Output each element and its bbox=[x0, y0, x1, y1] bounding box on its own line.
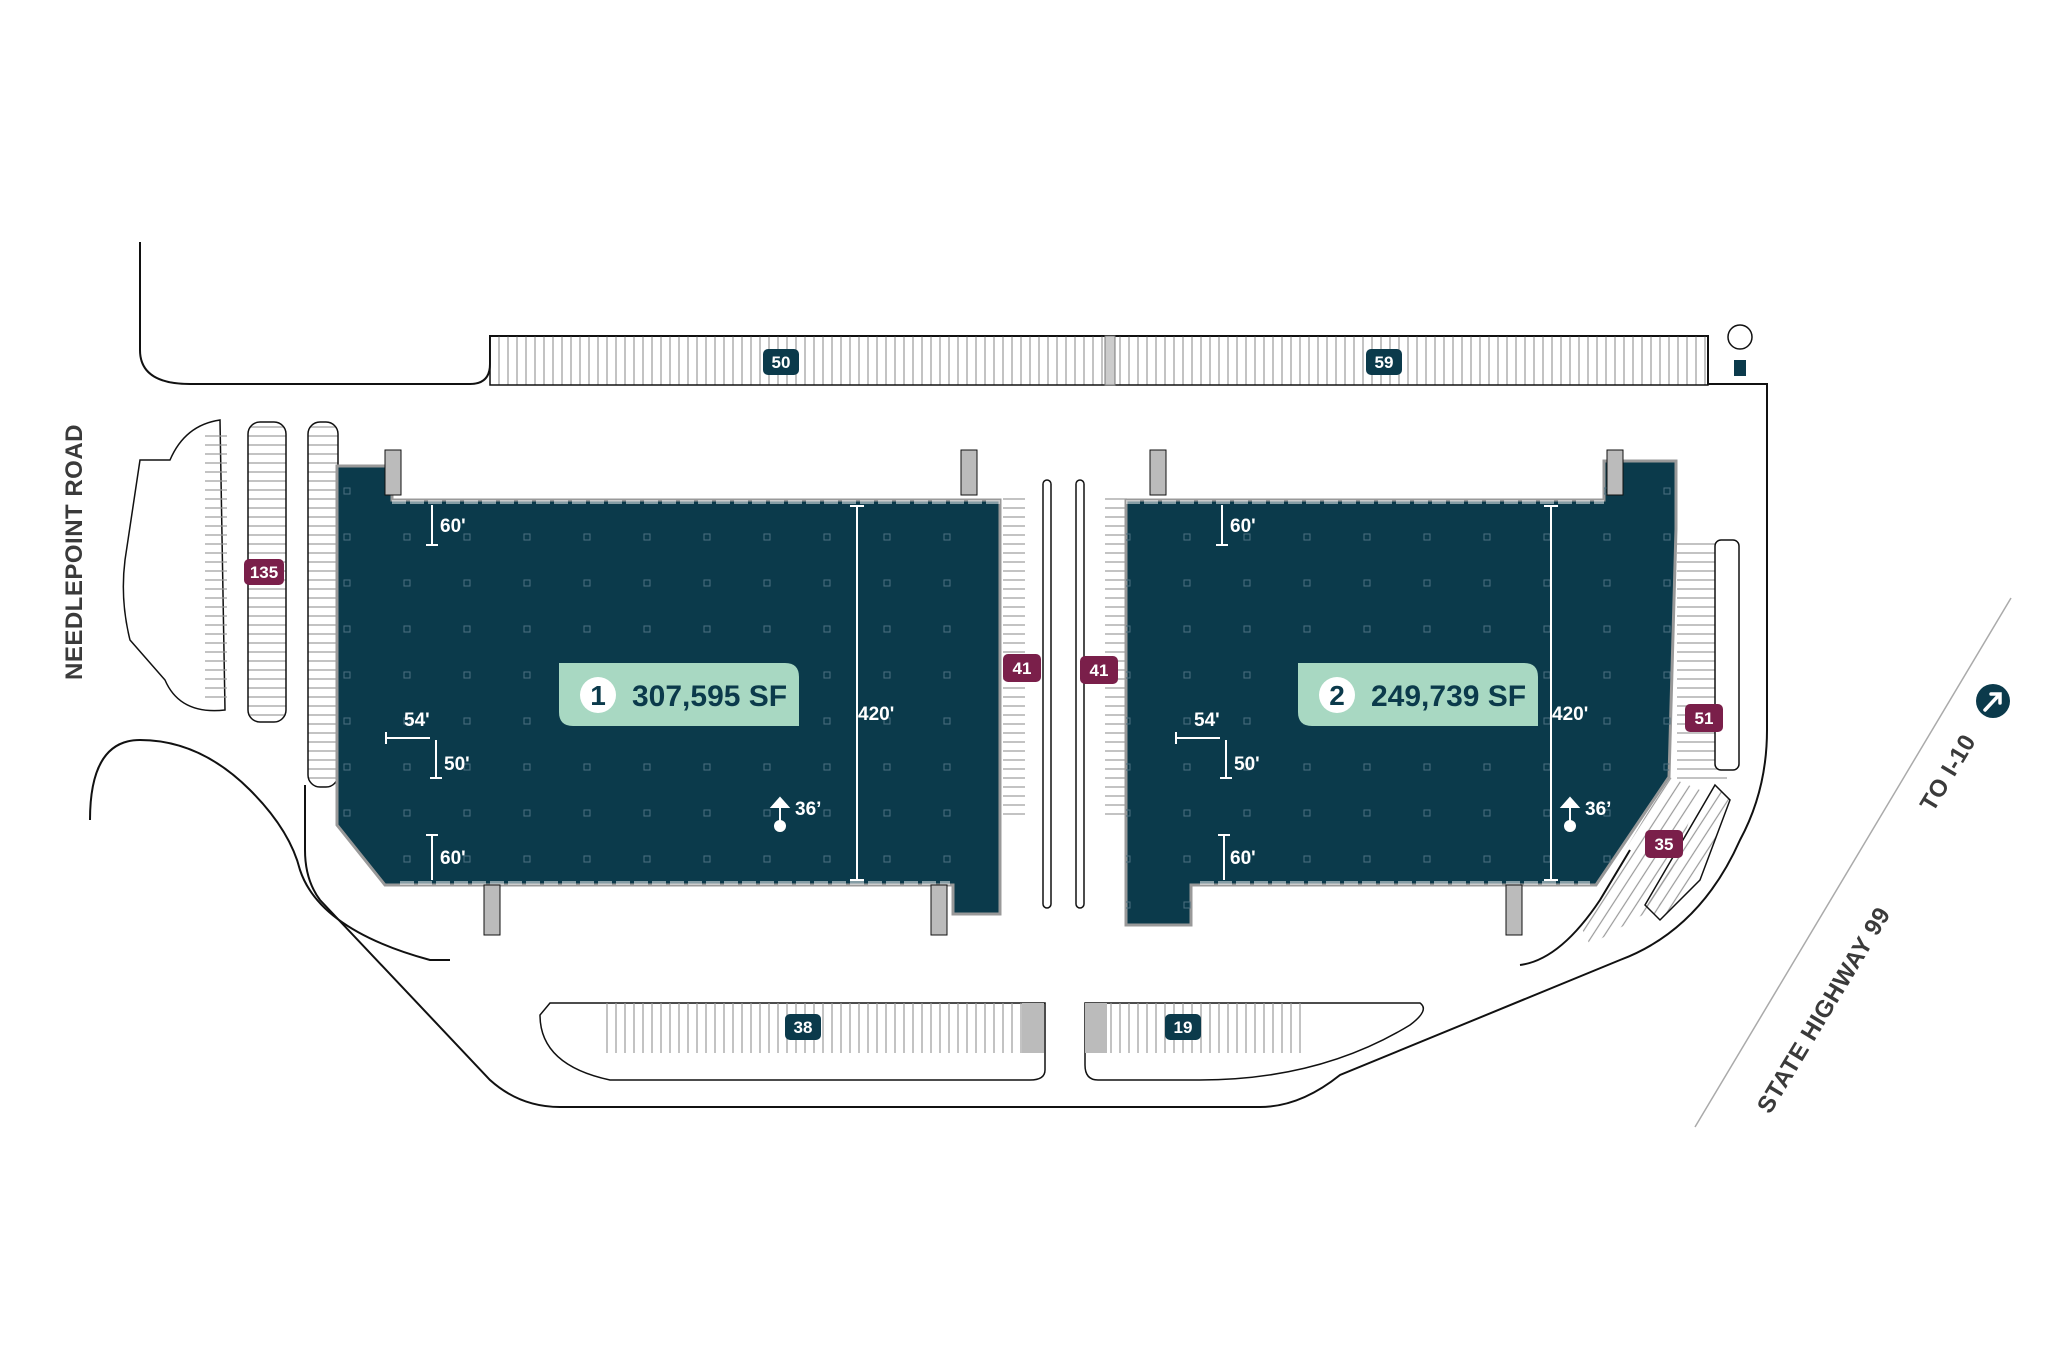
building-number-2: 2 bbox=[1329, 680, 1345, 711]
parking-count-top-right: 59 bbox=[1375, 353, 1394, 372]
state-highway-label: STATE HIGHWAY 99 bbox=[1752, 903, 1896, 1118]
building-depth-2: 420' bbox=[1552, 704, 1588, 725]
parking-count-between-right: 41 bbox=[1090, 661, 1109, 680]
dimension-lines-2 bbox=[1175, 505, 1581, 881]
highway-line bbox=[1694, 597, 2012, 1128]
parking-count-bottom-left: 38 bbox=[794, 1018, 813, 1037]
parking-count-bottom-right: 19 bbox=[1174, 1018, 1193, 1037]
dimension-lines-1 bbox=[385, 505, 864, 881]
parking-count-east: 51 bbox=[1695, 709, 1714, 728]
bay-width-1: 54' bbox=[404, 710, 430, 731]
dock-depth-top-2: 60' bbox=[1230, 516, 1256, 537]
bay-depth-2: 50' bbox=[1234, 754, 1260, 775]
clear-height-1: 36’ bbox=[795, 799, 821, 820]
dock-depth-top-1: 60' bbox=[440, 516, 466, 537]
building-depth-1: 420' bbox=[858, 704, 894, 725]
gate-icon bbox=[1734, 360, 1746, 376]
parking-count-top-left: 50 bbox=[772, 353, 791, 372]
median bbox=[1003, 479, 1127, 909]
crosswalk bbox=[1104, 335, 1116, 386]
building-1-label[interactable]: 1 307,595 SF bbox=[559, 663, 799, 726]
building-number-1: 1 bbox=[590, 680, 606, 711]
parking-count-between-left: 41 bbox=[1013, 659, 1032, 678]
bay-depth-1: 50' bbox=[444, 754, 470, 775]
dock-depth-bottom-2: 60' bbox=[1230, 848, 1256, 869]
building-2-label[interactable]: 2 249,739 SF bbox=[1298, 663, 1538, 726]
parking-count-southeast: 35 bbox=[1655, 835, 1674, 854]
arrow-up-right-icon bbox=[1976, 684, 2010, 718]
cul-de-sac-icon bbox=[1727, 324, 1753, 350]
parking-top bbox=[489, 335, 1709, 386]
needlepoint-road-label: NEEDLEPOINT ROAD bbox=[61, 424, 88, 680]
dock-depth-bottom-1: 60' bbox=[440, 848, 466, 869]
building-area-1: 307,595 SF bbox=[632, 680, 787, 713]
parking-west bbox=[122, 419, 339, 788]
bay-width-2: 54' bbox=[1194, 710, 1220, 731]
clear-height-2: 36’ bbox=[1585, 799, 1611, 820]
parking-bottom bbox=[539, 1002, 1425, 1081]
parking-badges: 50 59 135 41 41 51 35 38 19 bbox=[244, 349, 1723, 1040]
parking-count-west: 135 bbox=[250, 563, 278, 582]
building-area-2: 249,739 SF bbox=[1371, 680, 1526, 713]
